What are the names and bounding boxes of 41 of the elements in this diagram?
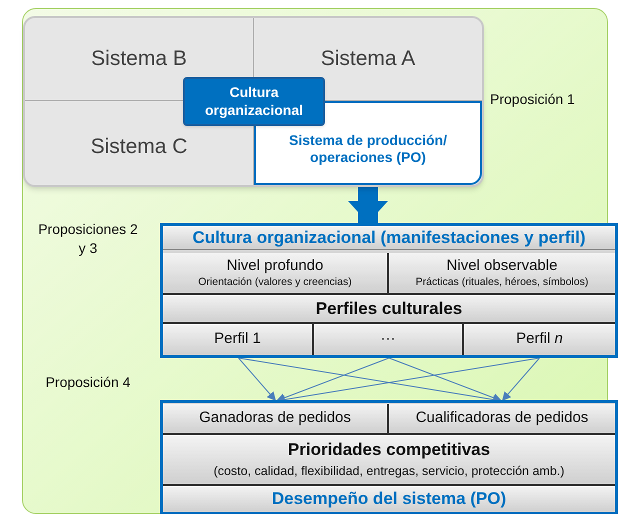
arrow xyxy=(388,358,502,402)
level-cell xyxy=(163,253,389,295)
node-title: Sistema A xyxy=(320,46,416,72)
node-title: Desempeño del sistema (PO) xyxy=(272,488,506,510)
node-title: Perfil 1 xyxy=(214,329,261,350)
priorities-cell xyxy=(163,435,615,486)
profile-cell xyxy=(314,324,464,355)
profiles-header xyxy=(163,295,615,324)
node-subtitle: (costo, calidad, flexibilidad, entregas, servicio, protección amb.) xyxy=(214,464,564,480)
level-cell xyxy=(389,253,615,295)
node-title: Cultura organizacional xyxy=(204,84,304,119)
node-title: Prioridades competitivas xyxy=(288,439,490,460)
performance-cell xyxy=(163,486,615,512)
arrow xyxy=(348,187,388,223)
culture-block xyxy=(160,223,618,358)
node-title: Sistema C xyxy=(90,134,188,160)
node-title: Sistema B xyxy=(91,46,187,72)
node-title: Sistema de producción/ operaciones (PO) xyxy=(288,132,448,166)
node-title: ··· xyxy=(380,329,396,350)
node-subtitle: Orientación (valores y creencias) xyxy=(198,276,352,289)
arrow xyxy=(238,358,276,402)
block-heading: Cultura organizacional (manifestaciones y perfil) xyxy=(192,229,586,246)
arrow xyxy=(502,358,540,402)
systems-panel xyxy=(23,16,484,187)
node-title: Perfiles culturales xyxy=(316,298,462,320)
node-title: Cualificadoras de pedidos xyxy=(416,408,588,428)
node-subtitle: Prácticas (rituales, héroes, símbolos) xyxy=(416,276,588,289)
arrow xyxy=(276,358,390,402)
order-winners-cell xyxy=(163,404,389,435)
profile-cell xyxy=(163,324,314,355)
profile-cell xyxy=(464,324,615,355)
node-title: Perfil n xyxy=(516,329,563,350)
node-title: Nivel profundo xyxy=(226,257,324,276)
competitive-block xyxy=(160,400,618,514)
order-qualifiers-cell xyxy=(389,404,615,435)
culture-box xyxy=(183,77,325,126)
proposition-label: Proposición 4 xyxy=(44,373,132,392)
proposition-label: Proposición 1 xyxy=(490,90,576,109)
proposition-label: Proposiciones 2 y 3 xyxy=(38,220,138,258)
node-title: Nivel observable xyxy=(446,257,558,276)
node-title: Ganadoras de pedidos xyxy=(199,408,351,428)
